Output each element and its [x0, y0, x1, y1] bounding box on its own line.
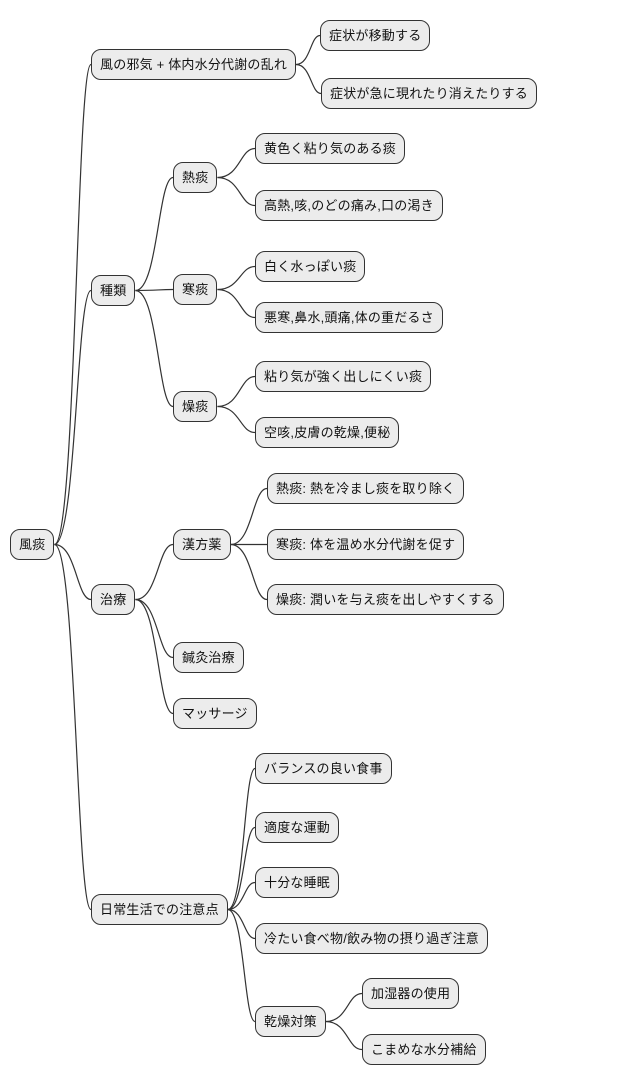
- edge-netsu-netsu2: [217, 176, 256, 207]
- mindmap-node-kanso: 乾燥対策: [255, 1006, 326, 1037]
- mindmap-node-netsu1: 黄色く粘り気のある痰: [255, 133, 406, 164]
- edge-kanso-kanso1: [325, 992, 363, 1023]
- edge-cause-cause2: [295, 63, 322, 95]
- mindmap-node-sou: 燥痰: [173, 391, 218, 422]
- mindmap-node-kampo: 漢方薬: [173, 529, 231, 560]
- mindmap-node-types: 種類: [91, 275, 136, 306]
- mindmap-node-kan1: 白く水っぽい痰: [255, 251, 366, 282]
- edge-root-daily: [53, 543, 92, 911]
- mindmap-node-netsu2: 高熱,咳,のどの痛み,口の渇き: [255, 190, 443, 221]
- mindmap-node-shinkyu: 鍼灸治療: [173, 642, 244, 673]
- edge-daily-daily1: [227, 767, 256, 911]
- mindmap-node-kanso2: こまめな水分補給: [362, 1034, 486, 1065]
- edge-kampo-kampo1: [230, 487, 268, 546]
- mindmap-node-kan2: 悪寒,鼻水,頭痛,体の重だるさ: [255, 302, 443, 333]
- edge-chiryo-kampo: [135, 543, 174, 601]
- mindmap-node-daily1: バランスの良い食事: [255, 753, 392, 784]
- mindmap-node-massage: マッサージ: [173, 698, 257, 729]
- edge-chiryo-shinkyu: [135, 598, 174, 659]
- mindmap-node-sou2: 空咳,皮膚の乾燥,便秘: [255, 417, 400, 448]
- edge-root-cause: [53, 63, 92, 546]
- mindmap-node-cause1: 症状が移動する: [320, 20, 431, 51]
- mindmap-node-sou1: 粘り気が強く出しにくい痰: [255, 361, 432, 392]
- mindmap-node-kampo3: 燥痰: 潤いを与え痰を出しやすくする: [267, 584, 504, 615]
- mindmap-node-chiryo: 治療: [91, 584, 136, 615]
- edge-sou-sou2: [217, 405, 256, 434]
- mindmap-node-kampo1: 熱痰: 熱を冷まし痰を取り除く: [267, 473, 465, 504]
- mindmap-node-cause: 風の邪気 + 体内水分代謝の乱れ: [91, 49, 297, 80]
- edge-daily-daily2: [227, 826, 256, 911]
- edge-daily-daily4: [227, 908, 256, 940]
- edge-netsu-netsu1: [217, 147, 256, 179]
- mindmap-node-root: 風痰: [10, 529, 55, 560]
- mindmap-node-kanso1: 加湿器の使用: [362, 978, 460, 1009]
- edge-daily-daily3: [227, 881, 256, 911]
- mindmap-node-daily: 日常生活での注意点: [91, 894, 228, 925]
- edge-kanso-kanso2: [325, 1020, 363, 1051]
- edge-types-netsu: [135, 176, 174, 292]
- edge-chiryo-massage: [135, 598, 174, 715]
- mindmap-node-kan: 寒痰: [173, 274, 218, 305]
- edge-types-kan: [135, 288, 174, 292]
- edge-cause-cause1: [295, 34, 321, 66]
- mindmap-node-netsu: 熱痰: [173, 162, 218, 193]
- edge-root-chiryo: [54, 543, 92, 601]
- edge-root-types: [54, 289, 92, 546]
- edge-kan-kan2: [217, 288, 256, 319]
- edge-types-sou: [135, 289, 174, 408]
- mindmap-node-daily4: 冷たい食べ物/飲み物の摂り過ぎ注意: [255, 923, 489, 954]
- mindmap-node-kampo2: 寒痰: 体を温め水分代謝を促す: [267, 529, 465, 560]
- edge-kan-kan1: [217, 265, 256, 291]
- edge-kampo-kampo3: [230, 543, 268, 601]
- edge-daily-kanso: [227, 908, 256, 1023]
- mindmap-node-daily3: 十分な睡眠: [255, 867, 340, 898]
- mindmap-node-daily2: 適度な運動: [255, 812, 340, 843]
- edge-sou-sou1: [217, 375, 256, 408]
- mindmap-node-cause2: 症状が急に現れたり消えたりする: [321, 78, 538, 109]
